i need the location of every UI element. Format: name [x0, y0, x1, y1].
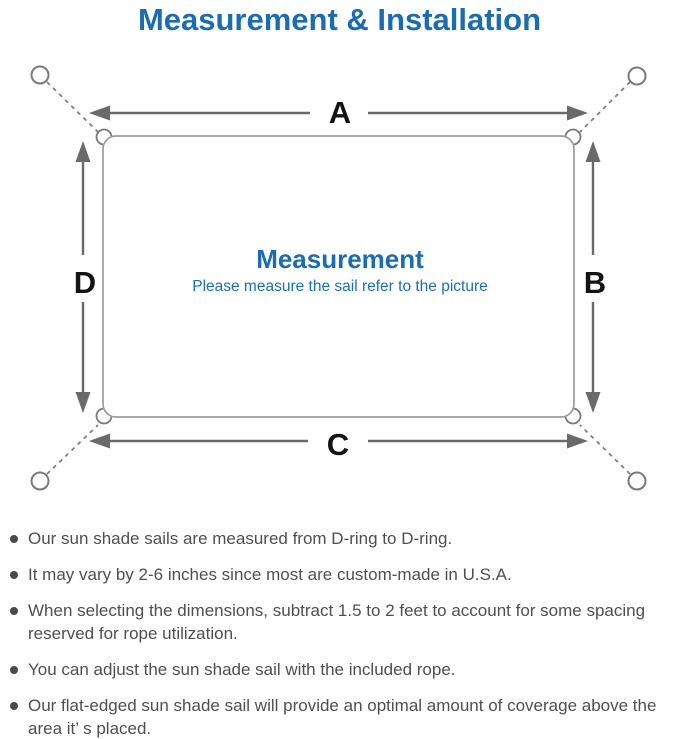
diagram-center-subtitle: Please measure the sail refer to the pic… [192, 278, 488, 295]
arrowhead-b-down [585, 392, 601, 413]
bullet-icon [10, 701, 18, 710]
list-item: When selecting the dimensions, subtract … [10, 599, 667, 645]
note-text: It may vary by 2-6 inches since most are… [28, 565, 512, 584]
arrowhead-b-up [585, 141, 601, 162]
arrowheads [75, 105, 601, 449]
anchor-circle-bottom-left [30, 471, 50, 491]
arrowhead-d-up [75, 141, 91, 162]
bullet-icon [10, 534, 18, 543]
measurement-diagram: A B C D Measurement Please measure the s… [30, 65, 647, 491]
rope-line-top-left [46, 81, 99, 133]
note-text: Our flat-edged sun shade sail will provi… [28, 696, 657, 738]
note-text: When selecting the dimensions, subtract … [28, 601, 646, 643]
label-side-a: A [329, 95, 351, 130]
bullet-icon [10, 606, 18, 615]
bullet-icon [10, 570, 18, 579]
note-text: You can adjust the sun shade sail with t… [28, 660, 456, 679]
notes-list: Our sun shade sails are measured from D-… [0, 527, 679, 739]
list-item: You can adjust the sun shade sail with t… [10, 658, 667, 681]
bullet-icon [10, 665, 18, 674]
rope-line-bottom-left [46, 424, 99, 475]
arrowhead-a-left [89, 105, 110, 121]
arrowhead-c-right [567, 433, 588, 449]
rope-line-bottom-right [579, 424, 631, 475]
page-title: Measurement & Installation [137, 2, 542, 37]
anchor-circle-bottom-right [627, 471, 647, 491]
label-side-d: D [74, 265, 96, 300]
measurement-arrows [81, 111, 595, 443]
list-item: It may vary by 2-6 inches since most are… [10, 563, 667, 586]
sail-rectangle [102, 135, 575, 418]
anchor-circle-top-left [30, 65, 50, 85]
anchor-circles [30, 65, 647, 491]
anchor-circle-top-right [627, 66, 647, 86]
list-item: Our sun shade sails are measured from D-… [10, 527, 667, 550]
label-side-c: C [327, 427, 349, 462]
arrowhead-c-left [89, 433, 110, 449]
arrowhead-a-right [567, 105, 588, 121]
diagram-center-title: Measurement [256, 244, 424, 274]
list-item: Our flat-edged sun shade sail will provi… [10, 694, 667, 739]
label-side-b: B [584, 265, 606, 300]
rope-line-top-right [579, 81, 631, 133]
rope-dashed-lines [46, 81, 631, 475]
arrowhead-d-down [75, 392, 91, 413]
note-text: Our sun shade sails are measured from D-… [28, 529, 453, 548]
